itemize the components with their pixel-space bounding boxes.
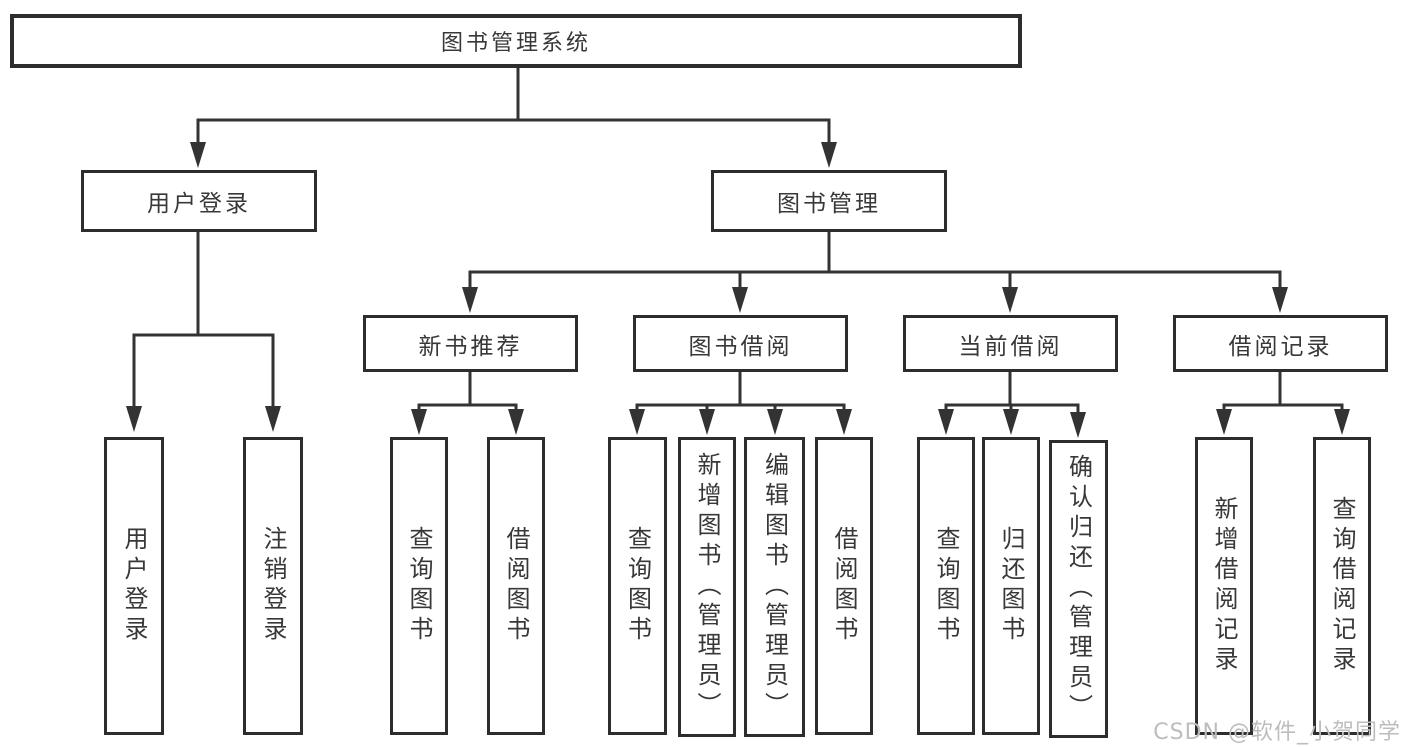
- node-borrowing-records: 借阅记录: [1173, 315, 1388, 372]
- leaf-query-borrow-record: 查询借阅记录: [1313, 437, 1371, 735]
- node-current-borrowing: 当前借阅: [903, 315, 1118, 372]
- leaf-query-books-borrowing: 查询图书: [608, 437, 667, 735]
- leaf-borrow-books-borrowing: 借阅图书: [815, 437, 873, 735]
- leaf-query-books-recommend: 查询图书: [390, 437, 448, 735]
- leaf-query-books-current: 查询图书: [917, 437, 975, 735]
- leaf-confirm-return-admin: 确认归还（管理员）: [1049, 440, 1108, 738]
- leaf-borrow-books-recommend: 借阅图书: [487, 437, 545, 735]
- node-book-borrowing: 图书借阅: [633, 315, 848, 372]
- leaf-return-books: 归还图书: [982, 437, 1040, 735]
- node-library-system: 图书管理系统: [10, 14, 1022, 68]
- leaf-logout: 注销登录: [243, 437, 303, 735]
- leaf-add-borrow-record: 新增借阅记录: [1195, 437, 1253, 735]
- node-user-login: 用户登录: [81, 170, 317, 232]
- node-book-management: 图书管理: [711, 170, 947, 232]
- watermark: CSDN @软件_小贺同学: [1153, 720, 1401, 745]
- node-new-book-recommendation: 新书推荐: [363, 315, 578, 372]
- leaf-edit-books-admin: 编辑图书（管理员）: [744, 437, 805, 737]
- leaf-add-books-admin: 新增图书（管理员）: [678, 437, 736, 737]
- leaf-user-login: 用户登录: [104, 437, 164, 735]
